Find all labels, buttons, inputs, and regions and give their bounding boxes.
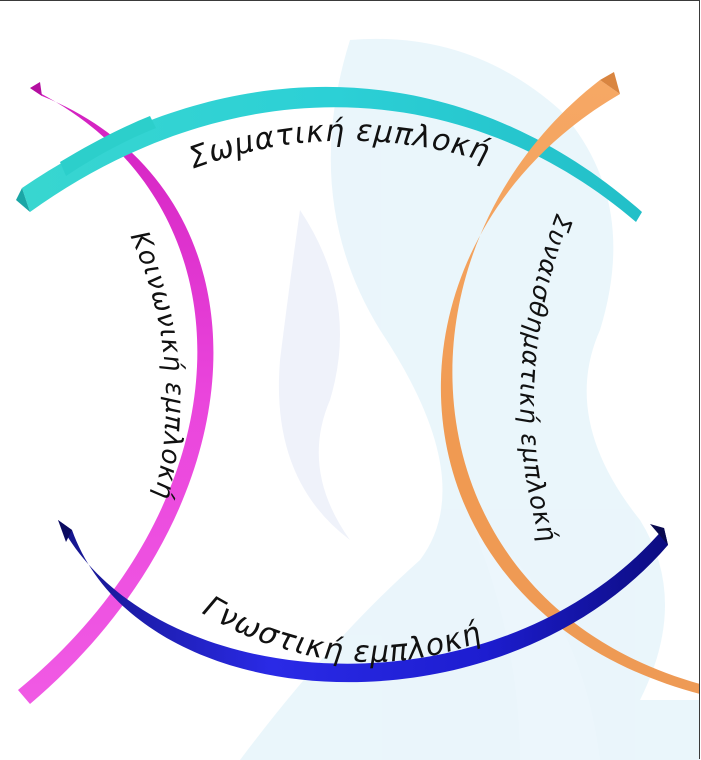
background-swirl — [240, 38, 700, 760]
magenta-band — [18, 82, 214, 704]
orange-band — [440, 72, 700, 694]
teal-band — [16, 86, 642, 223]
blue-band — [58, 520, 668, 683]
teal-overlap — [60, 116, 156, 176]
label-social: Κοινωνική εμπλοκή — [124, 227, 189, 503]
